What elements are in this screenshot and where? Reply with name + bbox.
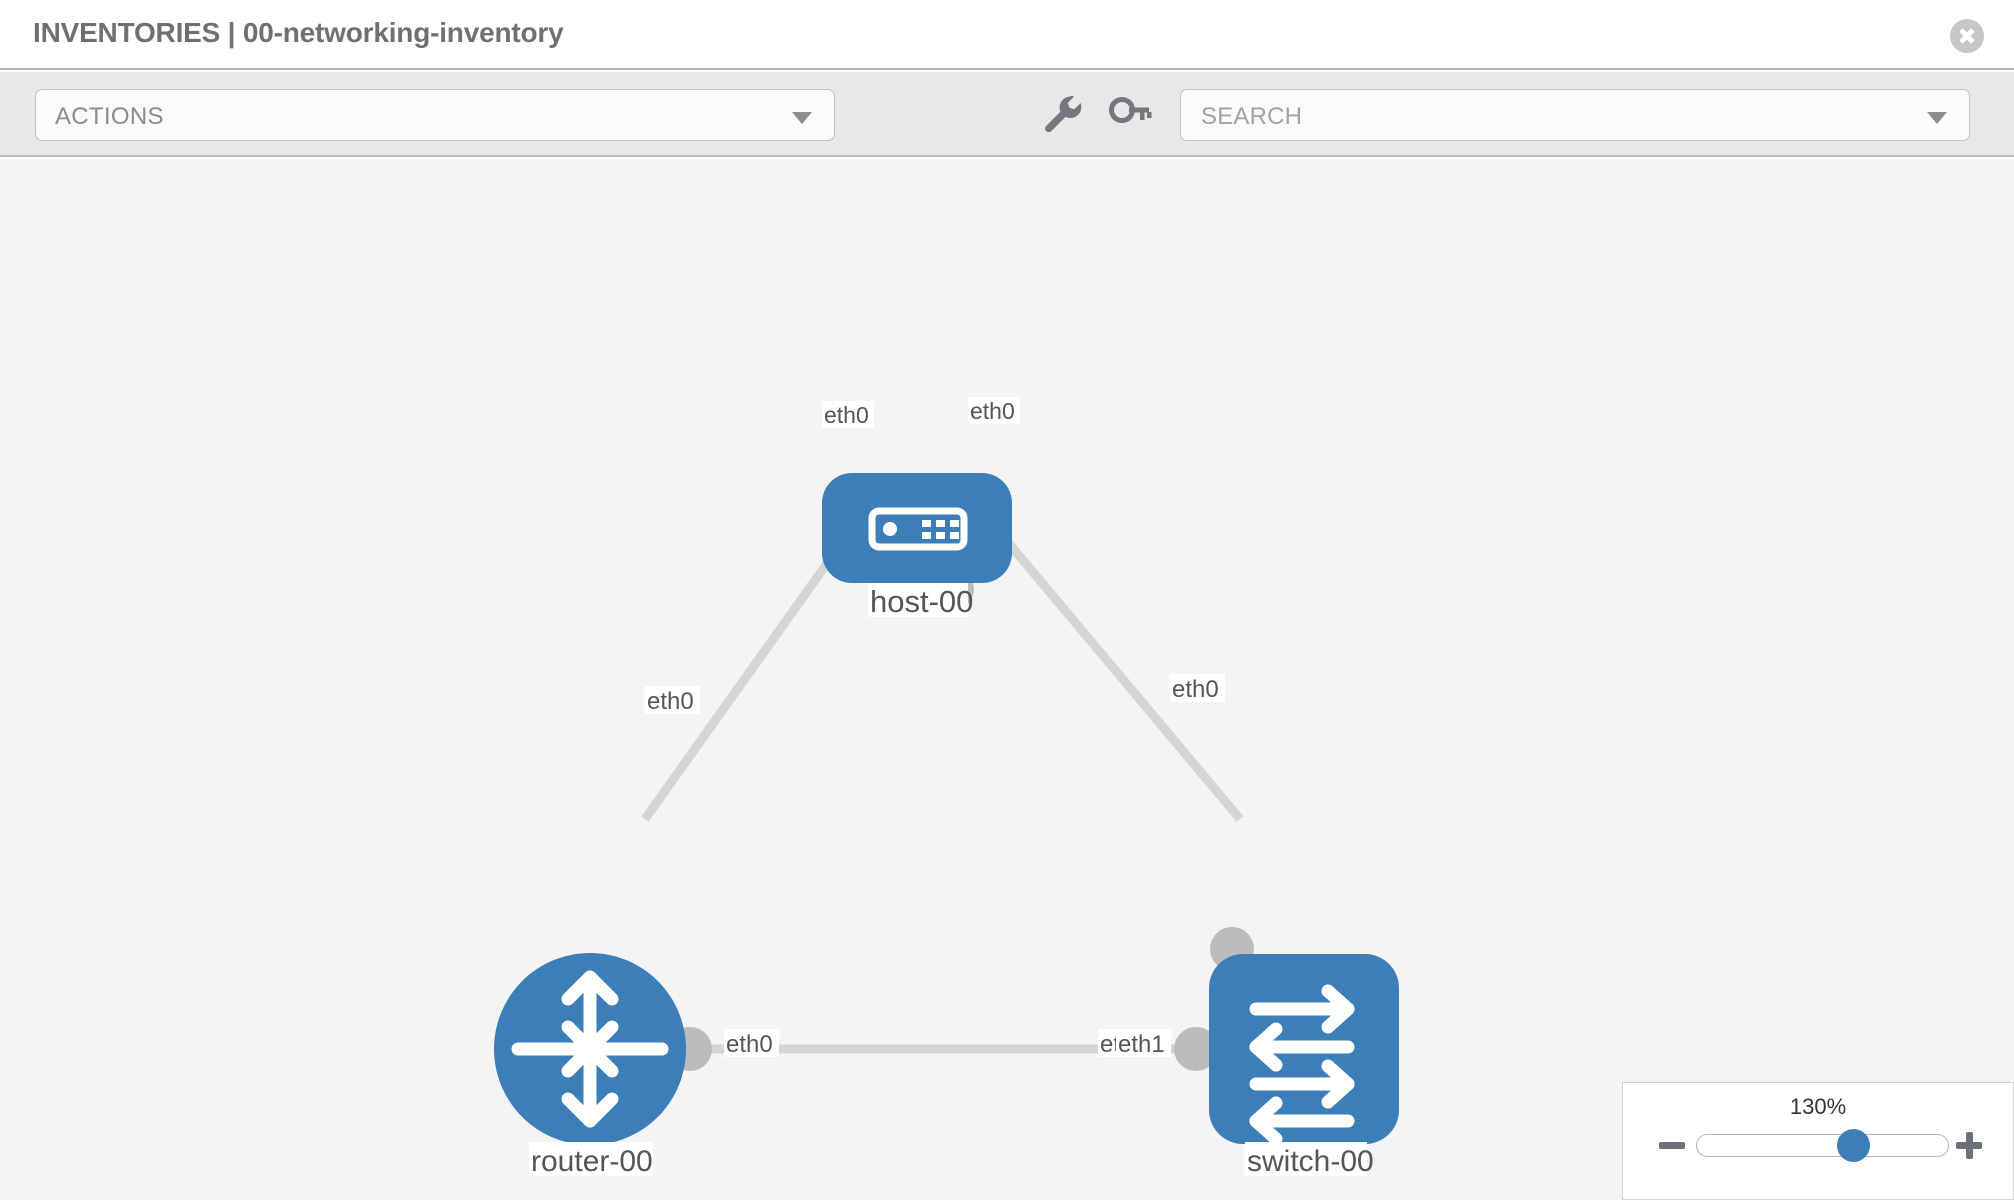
server-icon: [868, 507, 968, 551]
node-labels: host-00 router-00 switch-00: [529, 583, 1374, 1178]
zoom-slider-thumb[interactable]: [1836, 1129, 1870, 1162]
page-title: INVENTORIES | 00-networking-inventory: [33, 17, 564, 48]
label-switch00-eth1-horizontal: eth1: [1116, 1029, 1171, 1058]
chevron-down-icon: [1927, 112, 1947, 124]
label-switch00-eth0-diagonal: eth0: [1170, 674, 1225, 703]
node-label-host-00: host-00: [868, 583, 973, 619]
actions-dropdown[interactable]: ACTIONS: [35, 89, 835, 141]
zoom-slider[interactable]: [1696, 1129, 1949, 1162]
toolbar: ACTIONS SEARCH: [0, 72, 2014, 157]
label-switch00-eth0-diagonal-text: eth0: [1172, 676, 1219, 703]
label-router00-eth0-diagonal: eth0: [645, 686, 700, 715]
page-header: INVENTORIES | 00-networking-inventory: [0, 0, 2014, 70]
close-icon[interactable]: [1950, 19, 1984, 53]
label-switch00-eth1-horizontal-text: eth1: [1118, 1031, 1165, 1058]
node-label-host-00-text: host-00: [870, 584, 973, 619]
node-label-router-00: router-00: [529, 1142, 653, 1178]
zoom-control-panel: 130%: [1622, 1082, 2014, 1200]
zoom-level-value: 130%: [1789, 1094, 1847, 1119]
label-router00-eth0-horizontal: eth0: [724, 1029, 779, 1058]
switch-arrows-icon: [1249, 984, 1355, 1146]
label-router00-eth0-diagonal-text: eth0: [647, 688, 694, 715]
label-host00-eth0-right-text: eth0: [970, 398, 1015, 424]
topology-graph: eth0 eth0 eth0 eth0 eth0: [494, 397, 1399, 1178]
zoom-out-button[interactable]: [1656, 1129, 1688, 1161]
router-arrows-icon: [511, 970, 669, 1128]
node-switch-00[interactable]: [1209, 954, 1399, 1146]
node-host-00[interactable]: [822, 473, 1012, 583]
actions-dropdown-label: ACTIONS: [55, 103, 164, 130]
node-label-router-00-text: router-00: [531, 1145, 653, 1178]
connector-switch00-left[interactable]: [1174, 1027, 1218, 1071]
topology-connectors: [668, 567, 1254, 1071]
search-input[interactable]: SEARCH: [1180, 89, 1970, 141]
node-router-00[interactable]: [494, 953, 686, 1145]
node-host-00-shape[interactable]: [822, 473, 1012, 583]
label-host00-eth0-left-text: eth0: [824, 402, 869, 428]
node-label-switch-00: switch-00: [1245, 1142, 1374, 1178]
label-router00-eth0-horizontal-text: eth0: [726, 1031, 773, 1058]
topology-canvas[interactable]: eth0 eth0 eth0 eth0 eth0: [0, 159, 2014, 1200]
key-icon[interactable]: [1106, 90, 1154, 138]
search-placeholder: SEARCH: [1201, 103, 1303, 130]
chevron-down-icon: [792, 112, 812, 124]
label-host00-eth0-left: eth0: [822, 401, 874, 428]
zoom-in-button[interactable]: [1953, 1129, 1985, 1161]
node-label-switch-00-text: switch-00: [1247, 1145, 1374, 1178]
link-labels: eth0 eth0 eth0 eth0 eth0: [645, 397, 1225, 1058]
label-host00-eth0-right: eth0: [968, 397, 1020, 424]
wrench-icon[interactable]: [1038, 90, 1086, 138]
